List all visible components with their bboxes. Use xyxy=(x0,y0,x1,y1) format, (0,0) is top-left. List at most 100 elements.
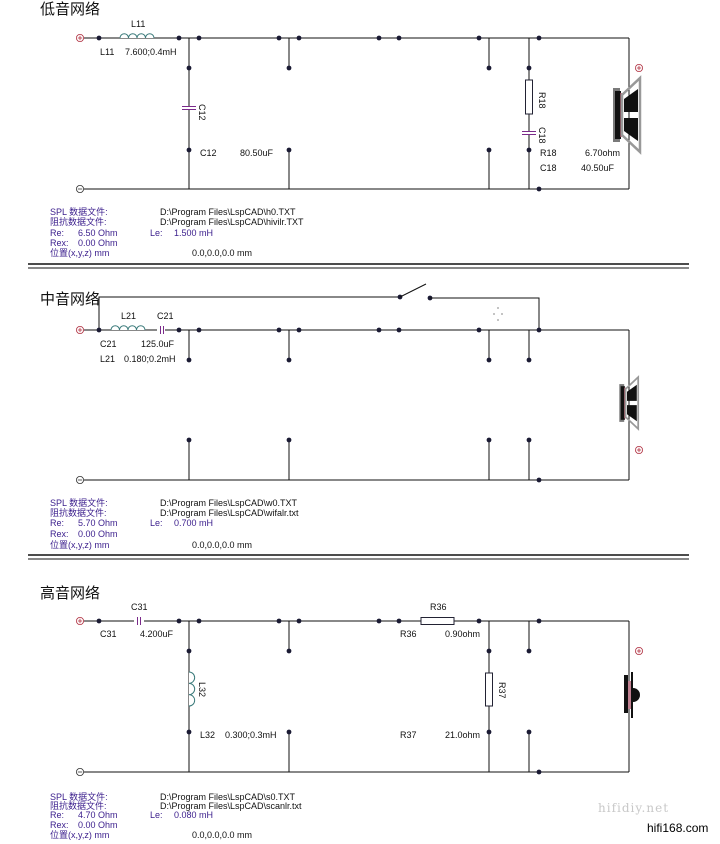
label-c31: C31 xyxy=(100,629,117,639)
inductor-icon xyxy=(188,671,196,707)
junction-dot xyxy=(296,35,302,41)
dot-mark xyxy=(501,313,503,315)
junction-dot xyxy=(96,327,102,333)
re-label: Re: xyxy=(50,810,64,820)
rex-value: 0.00 Ohm xyxy=(78,238,118,248)
inductor-icon xyxy=(110,325,146,331)
label-r37-rotated: R37 xyxy=(497,682,507,699)
rex-label: Rex: xyxy=(50,238,69,248)
gap xyxy=(524,131,534,135)
impedance-file-path: D:\Program Files\LspCAD\hivilr.TXT xyxy=(160,217,304,227)
junction-dot xyxy=(286,648,292,654)
junction-dot xyxy=(536,477,542,483)
junction-dot xyxy=(486,437,492,443)
label-c12: C12 xyxy=(200,148,217,158)
junction-dot xyxy=(486,729,492,735)
re-value: 6.50 Ohm xyxy=(78,228,118,238)
position-label: 位置(x,y,z) mm xyxy=(50,247,109,258)
junction-dot xyxy=(476,618,482,624)
tweeter-dome xyxy=(633,688,640,702)
label-l11: L11 xyxy=(100,47,114,57)
switch-lever xyxy=(399,283,427,298)
label-r36: R36 xyxy=(400,629,417,639)
re-value: 4.70 Ohm xyxy=(78,810,118,820)
section-title-midrange: 中音网络 xyxy=(40,290,100,308)
junction-dot xyxy=(376,618,382,624)
junction-dot xyxy=(196,618,202,624)
junction-dot xyxy=(526,357,532,363)
junction-dot xyxy=(276,618,282,624)
inductor-icon xyxy=(119,33,155,39)
junction-dot xyxy=(96,35,102,41)
position-label: 位置(x,y,z) mm xyxy=(50,539,109,550)
label-r36: R36 xyxy=(430,602,447,612)
junction-dot xyxy=(526,729,532,735)
le-label: Le: xyxy=(150,518,163,528)
impedance-file-label: 阻抗数据文件: xyxy=(50,216,107,227)
junction-dot xyxy=(276,35,282,41)
position-label: 位置(x,y,z) mm xyxy=(50,829,109,840)
re-label: Re: xyxy=(50,518,64,528)
impedance-file-path: D:\Program Files\LspCAD\wifalr.txt xyxy=(160,508,299,518)
label-l32-rotated: L32 xyxy=(197,682,207,697)
junction-dot xyxy=(176,35,182,41)
junction-dot xyxy=(526,648,532,654)
le-value: 0.700 mH xyxy=(174,518,213,528)
label-r37: R37 xyxy=(400,730,417,740)
junction-dot xyxy=(186,437,192,443)
junction-dot xyxy=(176,618,182,624)
junction-dot xyxy=(296,618,302,624)
junction-dot xyxy=(396,35,402,41)
impedance-file-path: D:\Program Files\LspCAD\scanlr.txt xyxy=(160,801,302,811)
spl-file-label: SPL 数据文件: xyxy=(50,791,108,802)
speaker-cone xyxy=(624,118,638,141)
junction-dot xyxy=(396,618,402,624)
le-value: 0.080 mH xyxy=(174,810,213,820)
driver-info-midrange: SPL 数据文件: D:\Program Files\LspCAD\w0.TXT… xyxy=(50,497,299,550)
tweeter-coil xyxy=(628,681,631,709)
gap xyxy=(184,106,194,110)
label-l21: L21 xyxy=(100,354,115,364)
spl-file-label: SPL 数据文件: xyxy=(50,206,108,217)
value-l32: 0.300;0.3mH xyxy=(225,730,277,740)
spl-file-path: D:\Program Files\LspCAD\s0.TXT xyxy=(160,792,296,802)
label-c12-rotated: C12 xyxy=(197,104,207,121)
junction-dot xyxy=(286,357,292,363)
label-r18-rotated: R18 xyxy=(537,92,547,109)
label-c21: C21 xyxy=(100,339,117,349)
value-l21: 0.180;0.2mH xyxy=(124,354,176,364)
value-r37: 21.0ohm xyxy=(445,730,480,740)
speaker-frame xyxy=(620,75,642,155)
re-label: Re: xyxy=(50,228,64,238)
junction-dot xyxy=(526,65,532,71)
resistor-icon xyxy=(485,672,493,707)
junction-dot xyxy=(276,327,282,333)
junction-dot xyxy=(476,35,482,41)
junction-dot xyxy=(176,327,182,333)
speaker-cone xyxy=(627,384,637,401)
label-c21: C21 xyxy=(157,311,174,321)
junction-dot xyxy=(476,327,482,333)
label-c18: C18 xyxy=(540,163,557,173)
spl-file-path: D:\Program Files\LspCAD\w0.TXT xyxy=(160,498,298,508)
junction-dot xyxy=(396,327,402,333)
rex-value: 0.00 Ohm xyxy=(78,529,118,539)
value-l11: 7.600;0.4mH xyxy=(125,47,177,57)
junction-dot xyxy=(286,729,292,735)
junction-dot xyxy=(486,357,492,363)
junction-dot xyxy=(296,327,302,333)
value-c12: 80.50uF xyxy=(240,148,274,158)
junction-dot xyxy=(536,618,542,624)
junction-dot xyxy=(286,147,292,153)
dot-mark xyxy=(493,313,495,315)
dot-mark xyxy=(497,307,499,309)
label-l21: L21 xyxy=(121,311,136,321)
speaker-cone xyxy=(627,405,637,422)
le-label: Le: xyxy=(150,810,163,820)
label-c18-rotated: C18 xyxy=(537,127,547,144)
rex-label: Rex: xyxy=(50,820,69,830)
resistor-icon xyxy=(525,79,533,115)
le-label: Le: xyxy=(150,228,163,238)
tweeter-icon xyxy=(624,675,628,713)
label-r18: R18 xyxy=(540,148,557,158)
